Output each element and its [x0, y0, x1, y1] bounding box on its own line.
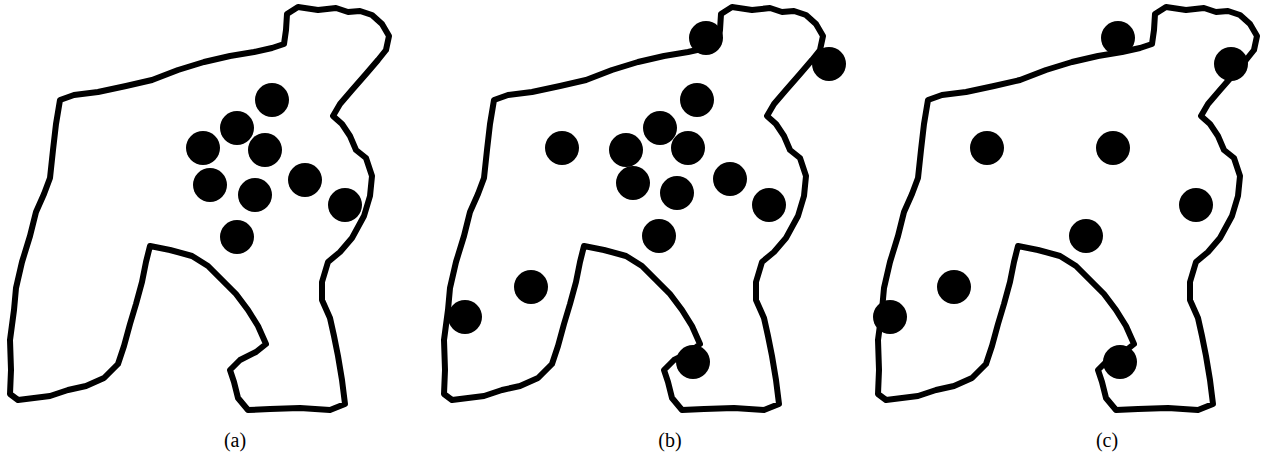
panel-a-figure [10, 7, 389, 410]
panel-label: (b) [658, 430, 681, 450]
dots [873, 21, 1248, 379]
region-outline [444, 7, 823, 410]
panel-b-figure [444, 7, 846, 410]
region-outline [878, 7, 1257, 410]
region-outline [10, 7, 389, 410]
dots [448, 21, 846, 379]
panel-label: (a) [224, 430, 246, 450]
panel-c-figure [873, 7, 1257, 410]
panel-label: (c) [1096, 430, 1118, 450]
dots [186, 83, 362, 254]
